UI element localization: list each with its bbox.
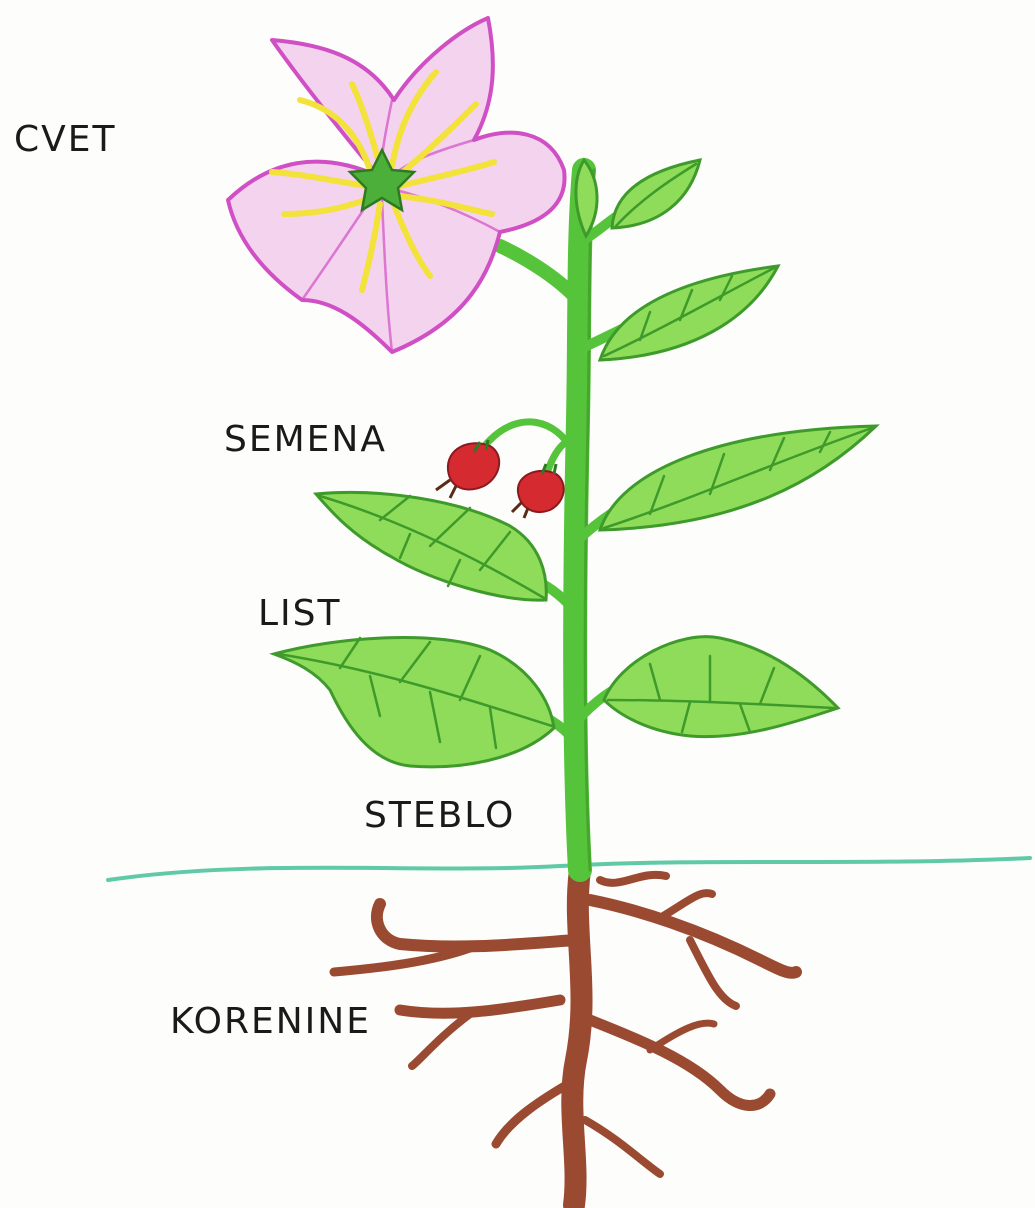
label-stem: STEBLO (364, 798, 515, 834)
label-flower: CVET (14, 122, 117, 158)
leaf-left-2 (274, 638, 554, 767)
leaf-right-3 (604, 637, 838, 737)
label-seeds: SEMENA (224, 422, 387, 458)
seed-2 (518, 471, 564, 512)
label-roots: KORENINE (170, 1004, 371, 1040)
flower (228, 18, 565, 352)
label-leaf: LIST (258, 596, 342, 632)
roots (334, 870, 796, 1205)
